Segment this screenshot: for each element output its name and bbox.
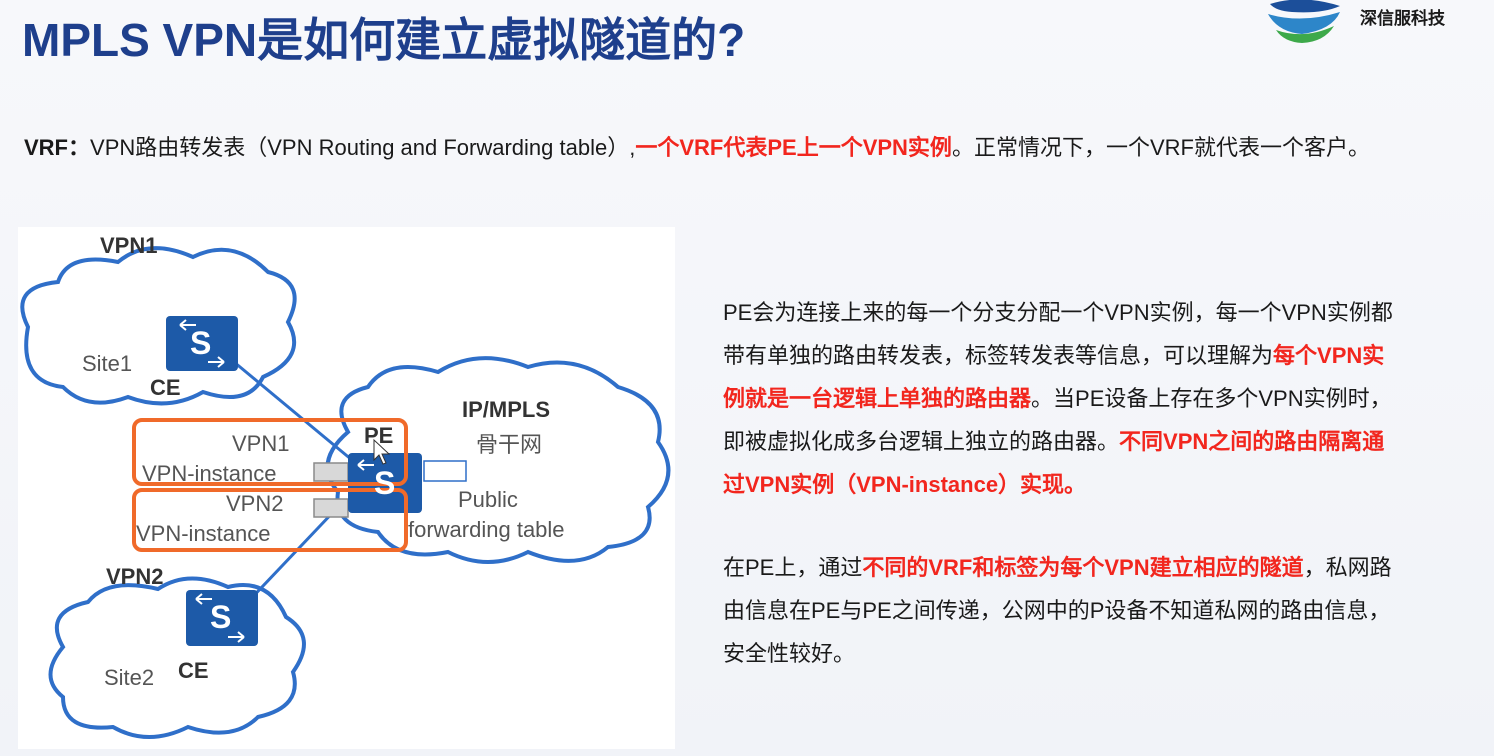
vpn2-vrf-box (313, 498, 349, 518)
para2-line1: 在PE上，通过不同的VRF和标签为每个VPN建立相应的隧道，私网路 (723, 546, 1463, 589)
ce1-router-icon (166, 316, 238, 371)
backbone-label-line2: 骨干网 (476, 432, 543, 457)
link-pe-ce2 (241, 505, 340, 609)
backbone-label-line1: IP/MPLS (462, 397, 551, 422)
vpn1-instance-highlight (132, 418, 408, 486)
company-name: 深信服科技 (1360, 9, 1445, 28)
para1-line5-highlight: 过VPN实例（VPN-instance）实现。 (723, 472, 1087, 497)
ce2-label: CE (178, 658, 209, 683)
public-table-line1: Public (458, 487, 518, 512)
ce1-router-glyph: S (190, 325, 212, 361)
diagram-graphics (20, 246, 671, 739)
public-table-line2: forwarding table (408, 517, 565, 542)
pe-router-glyph: S (374, 465, 396, 501)
vpn-instance-paragraph: PE会为连接上来的每一个分支分配一个VPN实例，每一个VPN实例都 带有单独的路… (723, 291, 1463, 506)
para2-line1-highlight: 不同的VRF和标签为每个VPN建立相应的隧道 (862, 555, 1304, 580)
ce2-router-icon (186, 590, 258, 646)
para1-line4: 即被虚拟化成多台逻辑上独立的路由器。不同VPN之间的路由隔离通 (723, 420, 1463, 463)
para1-line3: 例就是一台逻辑上单独的路由器。当PE设备上存在多个VPN实例时， (723, 377, 1463, 420)
page-title: MPLS VPN是如何建立虚拟隧道的? (22, 14, 746, 66)
vpn1-vrf-box (313, 462, 349, 482)
site2-label: Site2 (104, 665, 155, 690)
para2-line1-plain-a: 在PE上，通过 (723, 555, 863, 580)
vpn2-instance-highlight (132, 488, 408, 552)
sangfor-logo-icon (1268, 0, 1340, 43)
vrf-rest: 。正常情况下，一个VRF就代表一个客户。 (951, 135, 1370, 160)
ce1-label: CE (150, 375, 181, 400)
mouse-cursor-icon (373, 438, 391, 465)
para1-line1: PE会为连接上来的每一个分支分配一个VPN实例，每一个VPN实例都 (723, 300, 1393, 325)
para1-line4-plain: 即被虚拟化成多台逻辑上独立的路由器。 (723, 429, 1120, 454)
para1-line3-plain: 。当PE设备上存在多个VPN实例时， (1031, 386, 1392, 411)
mpls-vpn-diagram: VPN1 Site1 CE S IP/MPLS 骨干网 PE S VPN1 VP… (18, 227, 675, 749)
para1-line2-highlight: 每个VPN实 (1273, 343, 1385, 368)
para1-line2: 带有单独的路由转发表，标签转发表等信息，可以理解为每个VPN实 (723, 334, 1463, 377)
vpn1-label: VPN1 (100, 233, 158, 258)
para2-line3: 安全性较好。 (723, 641, 856, 666)
pe-label: PE (364, 423, 394, 448)
site1-label: Site1 (82, 351, 133, 376)
link-ce1-pe (227, 355, 359, 467)
para1-line3-highlight: 例就是一台逻辑上单独的路由器 (723, 386, 1032, 411)
tunnel-paragraph: 在PE上，通过不同的VRF和标签为每个VPN建立相应的隧道，私网路 由信息在PE… (723, 546, 1463, 675)
vpn2-instance-line1: VPN2 (226, 491, 284, 516)
vrf-highlight: 一个VRF代表PE上一个VPN实例 (635, 135, 952, 160)
para1-line5: 过VPN实例（VPN-instance）实现。 (723, 463, 1463, 506)
vrf-colon: ： (68, 135, 91, 160)
vrf-definition: VRF：VPN路由转发表（VPN Routing and Forwarding … (24, 130, 1370, 162)
vrf-definition-text: VPN路由转发表（VPN Routing and Forwarding tabl… (90, 135, 636, 160)
para2-line1-plain-b: ，私网路 (1303, 555, 1392, 580)
vpn2-instance-line2: VPN-instance (136, 521, 271, 546)
para1-line2-plain: 带有单独的路由转发表，标签转发表等信息，可以理解为 (723, 343, 1274, 368)
para1-line4-highlight: 不同VPN之间的路由隔离通 (1119, 429, 1385, 454)
public-table-box (423, 460, 467, 482)
vpn1-instance-line1: VPN1 (232, 431, 290, 456)
vpn1-instance-line2: VPN-instance (142, 461, 277, 486)
vrf-term: VRF (24, 135, 68, 160)
para2-line2: 由信息在PE与PE之间传递，公网中的P设备不知道私网的路由信息， (723, 598, 1391, 623)
vpn2-label: VPN2 (106, 564, 164, 589)
ce2-router-glyph: S (210, 599, 232, 635)
